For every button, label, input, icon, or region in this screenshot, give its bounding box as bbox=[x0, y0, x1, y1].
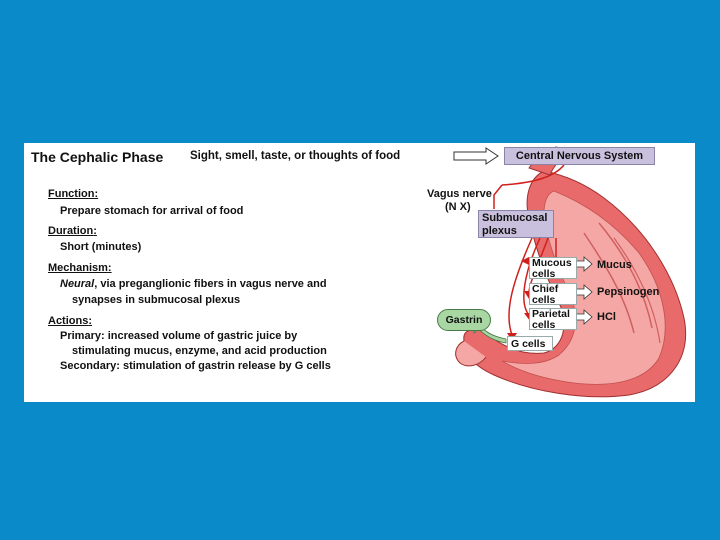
actions-secondary: Secondary: stimulation of gastrin releas… bbox=[60, 360, 331, 372]
vagus-nerve-number: (N X) bbox=[445, 201, 471, 213]
mucous-cells-box: Mucous cells bbox=[529, 257, 577, 279]
mucous-cells-line2: cells bbox=[532, 267, 556, 280]
mechanism-line2: synapses in submucosal plexus bbox=[72, 294, 241, 306]
arrowhead-mucous bbox=[521, 257, 529, 265]
vagus-nerve-label: Vagus nerve bbox=[427, 188, 492, 200]
mucus-label: Mucus bbox=[597, 259, 632, 271]
gastrin-label: Gastrin bbox=[437, 309, 491, 331]
rugae-fold-1 bbox=[583, 232, 635, 334]
actions-primary-line1: Primary: increased volume of gastric jui… bbox=[60, 330, 298, 342]
mechanism-line1: Neural, via preganglionic fibers in vagu… bbox=[60, 278, 327, 290]
hcl-label: HCl bbox=[597, 311, 616, 323]
chief-cells-box: Chief cells bbox=[529, 283, 577, 305]
parietal-cells-line2: cells bbox=[532, 318, 556, 331]
duration-heading: Duration: bbox=[48, 225, 97, 237]
parietal-cells-box: Parietal cells bbox=[529, 308, 577, 330]
function-heading: Function: bbox=[48, 188, 99, 200]
chief-cells-line2: cells bbox=[532, 293, 556, 306]
parietal-cells-line1: Parietal bbox=[532, 308, 570, 320]
duodenum bbox=[455, 340, 487, 367]
submucosal-label-line2: plexus bbox=[482, 225, 517, 237]
actions-primary-line2: stimulating mucus, enzyme, and acid prod… bbox=[72, 345, 327, 357]
vagus-nerve-line bbox=[501, 164, 565, 186]
pepsinogen-label: Pepsinogen bbox=[597, 286, 660, 298]
nerve-to-plexus bbox=[493, 184, 503, 209]
stomach-inner-lining bbox=[501, 190, 666, 385]
function-text: Prepare stomach for arrival of food bbox=[60, 205, 244, 217]
submucosal-label-line1: Submucosal bbox=[482, 212, 548, 224]
figure-panel: The Cephalic Phase Sight, smell, taste, … bbox=[24, 143, 695, 402]
trigger-text: Sight, smell, taste, or thoughts of food bbox=[190, 150, 401, 162]
trigger-arrow bbox=[453, 147, 499, 165]
chief-cells-line1: Chief bbox=[532, 283, 559, 295]
rugae-fold-3 bbox=[613, 237, 661, 344]
nerve-to-gcells bbox=[508, 237, 533, 336]
submucosal-plexus-box: Submucosal plexus bbox=[478, 210, 554, 238]
cns-box: Central Nervous System bbox=[504, 147, 655, 165]
duration-text: Short (minutes) bbox=[60, 241, 142, 253]
actions-heading: Actions: bbox=[48, 315, 93, 327]
mechanism-heading: Mechanism: bbox=[48, 262, 112, 274]
rugae-fold-2 bbox=[598, 222, 653, 329]
mucous-cells-line1: Mucous bbox=[532, 257, 572, 269]
g-cells-box: G cells bbox=[507, 336, 553, 351]
page-title: The Cephalic Phase bbox=[31, 149, 164, 165]
nerve-to-parietal bbox=[523, 237, 541, 316]
